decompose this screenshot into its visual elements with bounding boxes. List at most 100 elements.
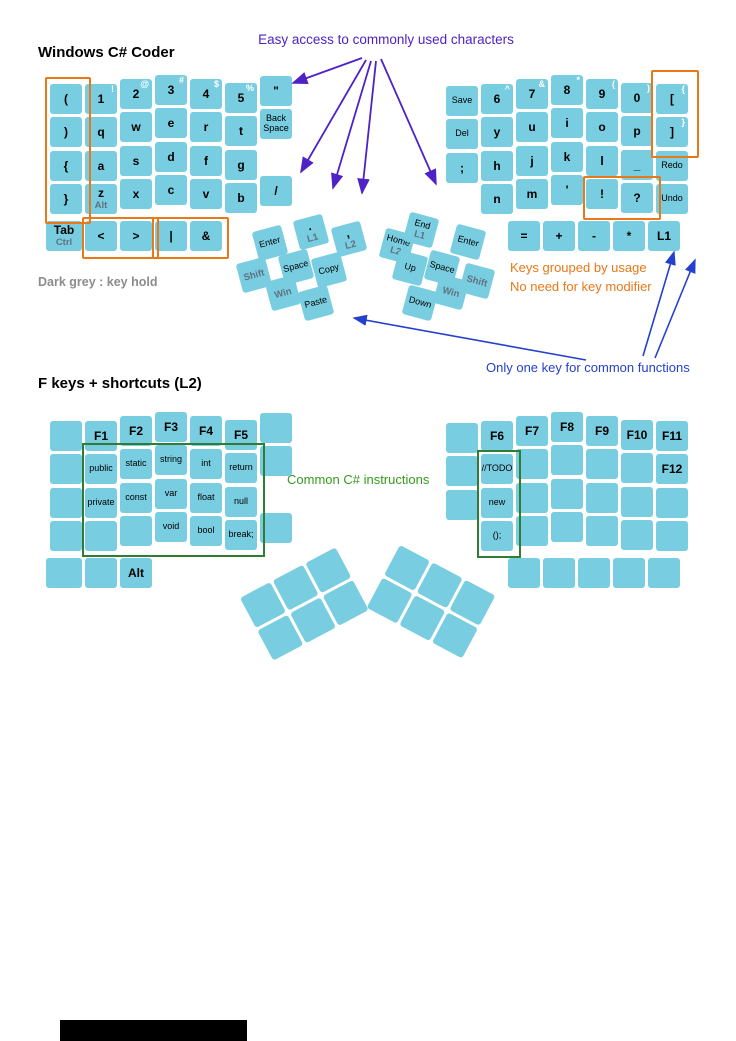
- page-title: Windows C# Coder: [38, 44, 175, 61]
- key-label: q: [97, 124, 105, 139]
- key-blank: [260, 413, 292, 443]
- key-label: new: [488, 497, 506, 508]
- key-blank: [50, 521, 82, 551]
- key-label: F2: [128, 423, 143, 438]
- key-hold-label: Win: [441, 284, 461, 300]
- key-label: Enter: [258, 234, 282, 250]
- key-underscore: _: [621, 150, 653, 180]
- key-0: )0: [621, 83, 653, 113]
- key-blank: [551, 479, 583, 509]
- key-label: {: [63, 158, 69, 173]
- key-label: 6: [493, 91, 501, 106]
- key-label: 7: [528, 86, 536, 101]
- key-label: l: [600, 153, 604, 168]
- key-equals: =: [508, 221, 540, 251]
- key-label: 1: [97, 91, 105, 106]
- key-f1: F1: [85, 421, 117, 451]
- key-plus: +: [543, 221, 575, 251]
- key-open-bracket: {[: [656, 84, 688, 114]
- key-9: (9: [586, 79, 618, 109]
- key-label: y: [493, 124, 501, 139]
- key-e: e: [155, 108, 187, 138]
- key-p: p: [621, 116, 653, 146]
- key-blank: [613, 558, 645, 588]
- key-label: s: [132, 153, 140, 168]
- key-label: 0: [633, 90, 641, 105]
- key-shift-label: !: [111, 84, 114, 94]
- key-h: h: [481, 151, 513, 181]
- key-label: F5: [233, 427, 248, 442]
- key-blank: [551, 512, 583, 542]
- key-label: k: [563, 149, 571, 164]
- key-label: ": [273, 83, 279, 98]
- key-label: F9: [594, 423, 609, 438]
- key-f7: F7: [516, 416, 548, 446]
- key-4: $4: [190, 79, 222, 109]
- key-blank: [50, 488, 82, 518]
- key-undo: Undo: [656, 184, 688, 214]
- key-label: g: [237, 157, 245, 172]
- key-break: break;: [225, 520, 257, 550]
- key-label: L1: [656, 228, 671, 243]
- key-f4: F4: [190, 416, 222, 446]
- key-label: b: [237, 190, 245, 205]
- key-l1: L1: [648, 221, 680, 251]
- purple-arrow-to-quote: [291, 57, 363, 85]
- key-label: .: [306, 219, 313, 234]
- key-shift-label: $: [213, 79, 219, 89]
- key-label: (: [64, 91, 68, 106]
- key-hold-label: L2: [343, 238, 358, 253]
- key-down: Down: [401, 284, 439, 322]
- key-blank: [85, 558, 117, 588]
- key-bool: bool: [190, 516, 222, 546]
- key-f12: F12: [656, 454, 688, 484]
- key-less-than: <: [85, 221, 117, 251]
- key-int: int: [190, 449, 222, 479]
- key-blank: [85, 521, 117, 551]
- key-label: break;: [228, 529, 254, 540]
- section-title-l2: F keys + shortcuts (L2): [38, 375, 202, 392]
- key-blank: [120, 516, 152, 546]
- key-f8: F8: [551, 412, 583, 442]
- highlight-box-csharp-left: [82, 443, 265, 557]
- key-label: string: [159, 454, 182, 465]
- key-label: ();: [492, 530, 502, 541]
- key-blank: [586, 483, 618, 513]
- key-b: b: [225, 183, 257, 213]
- key-label: j: [530, 153, 534, 168]
- key-label: F1: [93, 428, 108, 443]
- key-label: }: [63, 191, 69, 206]
- key-label: bool: [197, 525, 215, 536]
- annotation-grouped-by-usage: Keys grouped by usage No need for key mo…: [510, 258, 652, 296]
- highlight-box-pipe-ampersand: [152, 217, 229, 259]
- key-label: F10: [626, 427, 648, 442]
- key-label: void: [162, 521, 180, 532]
- key-label: Back Space: [263, 113, 289, 133]
- footer-bar: [60, 1020, 247, 1041]
- key-blank: [516, 449, 548, 479]
- key-label: h: [493, 158, 501, 173]
- key-public: public: [85, 454, 117, 484]
- key-label: ]: [670, 124, 674, 139]
- key-hold-label: L1: [412, 228, 427, 242]
- key-label: -: [592, 228, 596, 243]
- key-k: k: [551, 142, 583, 172]
- key-6: ^6: [481, 84, 513, 114]
- key-label: ': [565, 182, 569, 197]
- key-label: n: [493, 191, 501, 206]
- key-blank: [621, 453, 653, 483]
- key-label: w: [131, 119, 141, 134]
- blue-arrow-to-paste: [352, 314, 587, 361]
- key-exclamation: !: [586, 179, 618, 209]
- key-shift-label: (: [612, 79, 615, 89]
- purple-arrow-to-semicolon: [380, 58, 437, 186]
- key-blank: [656, 521, 688, 551]
- key-f5: F5: [225, 420, 257, 450]
- key-f11: F11: [656, 421, 688, 451]
- purple-arrow-to-comma: [357, 60, 377, 195]
- key-label: e: [167, 115, 175, 130]
- key-label: 4: [202, 86, 210, 101]
- key-f: f: [190, 146, 222, 176]
- key-label: i: [565, 115, 569, 130]
